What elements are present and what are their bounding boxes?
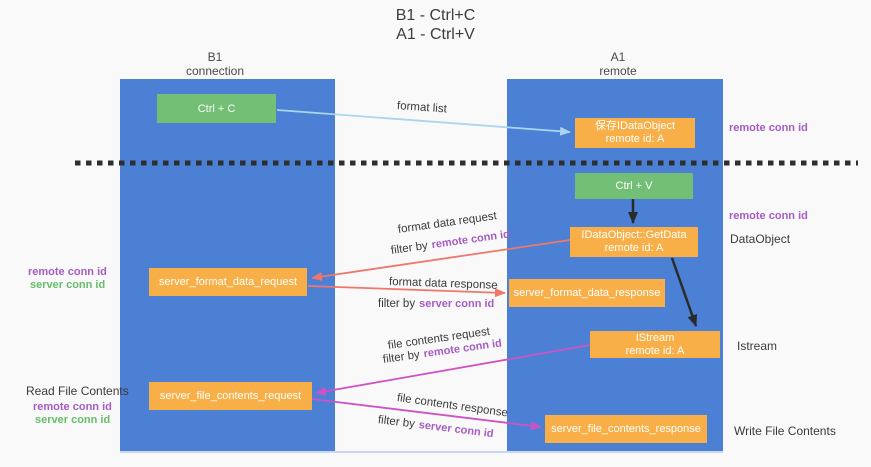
node-getdata-line1: IDataObject::GetData: [581, 229, 687, 241]
label-remote-conn-id-right-top: remote conn id: [729, 122, 808, 134]
filter-by-text: filter by: [378, 298, 416, 310]
label-format-data-response: format data response: [389, 276, 498, 292]
title-line-2: A1 - Ctrl+V: [396, 26, 475, 43]
node-server-format-data-response-label: server_format_data_response: [513, 286, 661, 299]
lane-left-subtitle: connection: [185, 64, 245, 78]
label-server-conn-id-left-mid: server conn id: [30, 279, 105, 291]
node-ctrl-v: Ctrl + V: [575, 173, 693, 199]
node-idataobject-getdata: IDataObject::GetData remote id: A: [570, 227, 698, 257]
node-save-idataobject-line1: 保存IDataObject: [594, 120, 676, 132]
node-ctrl-v-label: Ctrl + V: [615, 180, 653, 192]
label-write-file-contents: Write File Contents: [734, 424, 836, 438]
diagram-title: B1 - Ctrl+C A1 - Ctrl+V: [0, 6, 871, 44]
server-conn-id-text: server conn id: [35, 414, 111, 426]
lane-header-left: B1 connection: [145, 50, 285, 78]
node-server-file-contents-request: server_file_contents_request: [149, 382, 312, 410]
node-server-file-contents-response-label: server_file_contents_response: [551, 422, 701, 435]
server-conn-id-text: server conn id: [419, 298, 495, 310]
filter-by-text: filter by: [377, 414, 416, 431]
node-istream-line2: remote id: A: [625, 344, 685, 357]
node-server-file-contents-request-label: server_file_contents_request: [159, 389, 302, 402]
remote-conn-id-text: remote conn id: [430, 228, 511, 252]
label-remote-conn-id-left-bottom: remote conn id: [33, 401, 112, 413]
node-server-file-contents-response: server_file_contents_response: [545, 415, 707, 443]
filter-by-text: filter by: [390, 239, 429, 257]
remote-conn-id-text: remote conn id: [729, 122, 808, 134]
label-read-file-contents: Read File Contents: [26, 384, 129, 398]
bottom-rule: [120, 451, 723, 453]
node-save-idataobject-line2: remote id: A: [605, 133, 665, 145]
node-ctrl-c: Ctrl + C: [157, 94, 276, 123]
server-conn-id-text: server conn id: [30, 279, 106, 291]
label-server-conn-id-left-bottom: server conn id: [35, 414, 110, 426]
lane-left-title: B1: [207, 50, 223, 64]
server-conn-id-text: server conn id: [418, 419, 495, 441]
node-getdata-line2: remote id: A: [604, 242, 664, 254]
label-file-contents-response: file contents response: [396, 392, 508, 419]
node-server-format-data-response: server_format_data_response: [509, 279, 665, 307]
label-istream: Istream: [737, 339, 777, 353]
write-file-contents-text: Write File Contents: [734, 424, 836, 438]
label-remote-conn-id-left-mid: remote conn id: [28, 266, 107, 278]
remote-conn-id-text: remote conn id: [729, 210, 808, 222]
dataobject-text: DataObject: [730, 232, 791, 246]
istream-text: Istream: [737, 339, 778, 353]
label-dataobject: DataObject: [730, 232, 790, 246]
format-list-text: format list: [396, 100, 448, 116]
node-ctrl-c-label: Ctrl + C: [197, 102, 236, 115]
node-server-format-data-request-label: server_format_data_request: [158, 275, 298, 288]
lane-right-title: A1: [610, 50, 626, 64]
title-line-1: B1 - Ctrl+C: [395, 7, 476, 24]
node-istream: IStream remote id: A: [590, 331, 720, 358]
label-remote-conn-id-right-mid: remote conn id: [729, 210, 808, 222]
remote-conn-id-text: remote conn id: [33, 401, 112, 413]
lane-header-right: A1 remote: [548, 50, 688, 78]
node-save-idataobject: 保存IDataObject remote id: A: [575, 118, 695, 148]
lane-right-subtitle: remote: [599, 64, 637, 78]
node-server-format-data-request: server_format_data_request: [149, 268, 307, 296]
label-format-list: format list: [397, 100, 448, 115]
format-data-response-text: format data response: [388, 276, 498, 292]
node-istream-line1: IStream: [635, 331, 675, 344]
file-contents-response-text: file contents response: [396, 392, 509, 420]
remote-conn-id-text: remote conn id: [28, 266, 107, 278]
read-file-contents-text: Read File Contents: [26, 384, 129, 398]
